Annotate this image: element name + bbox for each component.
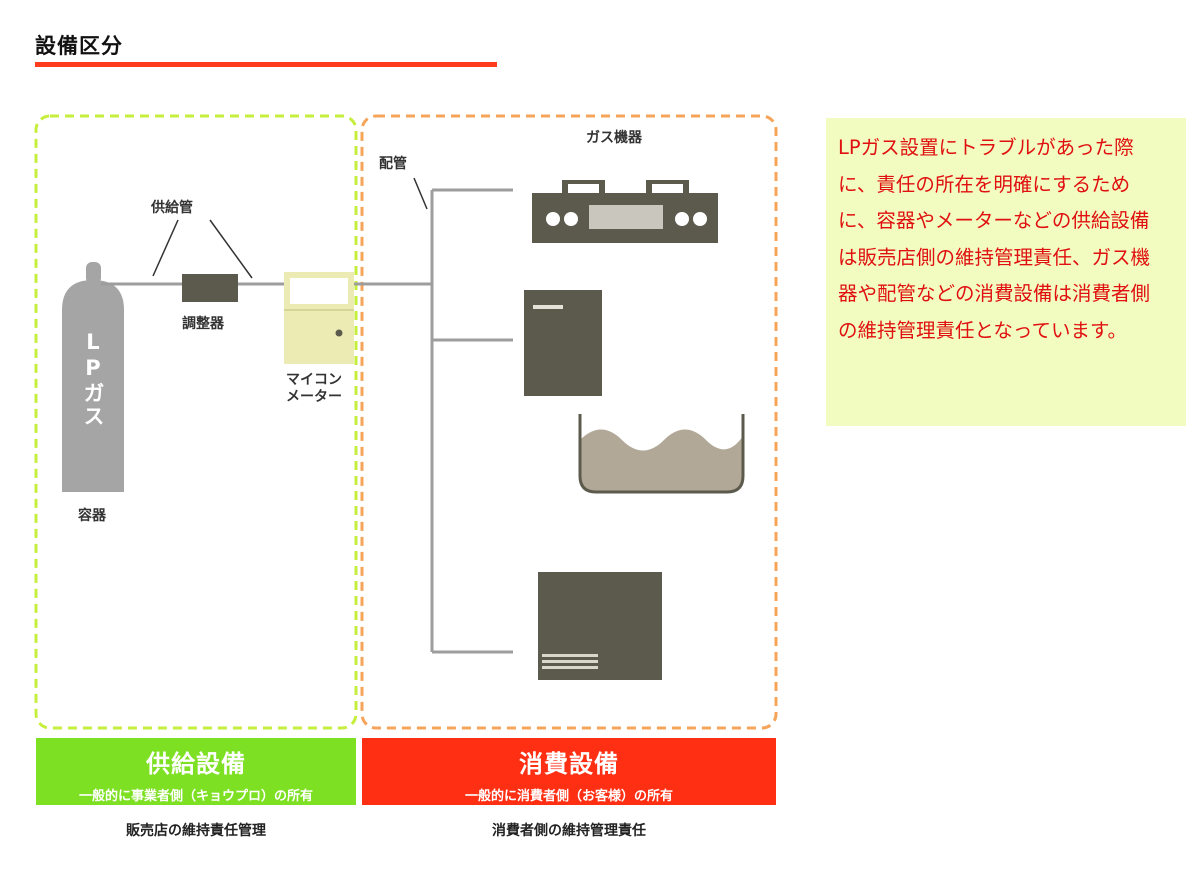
meter-icon [284,272,354,364]
supply-responsibility-caption: 販売店の維持責任管理 [126,823,266,839]
explanation-text: LPガス設置にトラブルがあった際に、責任の所在を明確にするために、容器やメーター… [838,136,1151,342]
cylinder-label: LPガス [81,330,105,428]
piping-label: 配管 [379,156,407,172]
consumer-equipment-band: 消費設備 一般的に消費者側（お客様）の所有 [362,738,776,805]
regulator-label: 調整器 [182,316,224,332]
meter-label-line2: メーター [286,389,342,405]
explanation-note: LPガス設置にトラブルがあった際に、責任の所在を明確にするために、容器やメーター… [826,118,1186,426]
consumer-responsibility-caption: 消費者側の維持管理責任 [492,823,646,839]
gas-stove-icon [532,180,718,243]
supply-band-subtitle: 一般的に事業者側（キョウプロ）の所有 [78,789,313,804]
consumer-equipment-boundary [360,114,778,730]
gas-heater-icon [538,572,662,680]
meter-label-line1: マイコン [286,372,342,388]
supply-pipe-callout [152,219,253,279]
bathtub-icon [578,414,745,494]
supply-pipe-label: 供給管 [151,200,193,216]
supply-equipment-boundary [34,114,358,730]
water-heater-icon [524,290,602,396]
title-underline [35,62,497,67]
regulator-icon [182,274,238,302]
meter-label: マイコン メーター [286,372,342,406]
gas-appliances-label: ガス機器 [586,130,642,146]
gas-cylinder-icon [62,262,124,492]
container-label: 容器 [78,508,106,524]
consumer-band-title: 消費設備 [519,750,619,778]
supply-band-title: 供給設備 [146,750,246,778]
consumer-piping [430,188,513,654]
piping-callout [413,177,428,210]
consumer-band-subtitle: 一般的に消費者側（お客様）の所有 [464,789,673,804]
section-title: 設備区分 [35,34,123,58]
supply-equipment-band: 供給設備 一般的に事業者側（キョウプロ）の所有 [36,738,356,805]
equipment-diagram [34,114,778,730]
